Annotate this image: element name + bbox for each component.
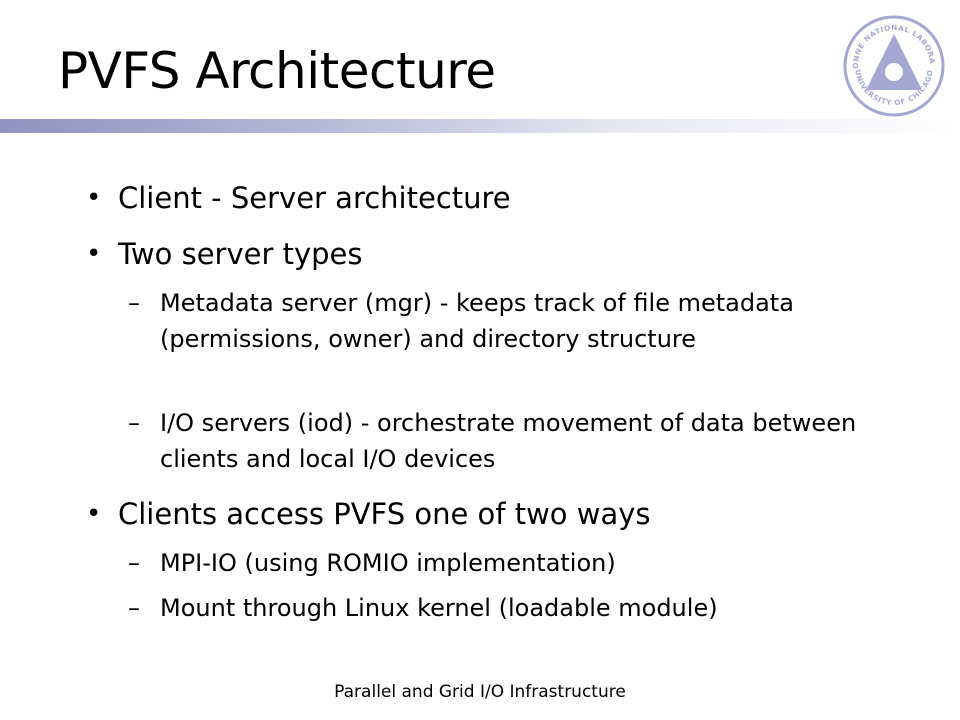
bullet-marker: •	[86, 183, 102, 213]
argonne-logo-icon: ARGONNE NATIONAL LABORATORY UNIVERSITY O…	[838, 10, 945, 117]
bullet-text: Two server types	[118, 237, 363, 271]
sub-bullet-marker: –	[128, 594, 140, 622]
sub-bullet-marker: –	[128, 409, 140, 437]
sub-bullet-marker: –	[128, 289, 140, 317]
bullet-text: Client - Server architecture	[118, 181, 511, 215]
bullet-marker: •	[86, 239, 102, 269]
sub-bullet-text: Mount through Linux kernel (loadable mod…	[160, 594, 718, 622]
bullet-text: Clients access PVFS one of two ways	[118, 497, 651, 531]
bullet-marker: •	[86, 499, 102, 529]
sub-bullet-marker: –	[128, 549, 140, 577]
sub-bullet-text: Metadata server (mgr) - keeps track of f…	[160, 289, 794, 353]
sub-bullet-text: MPI-IO (using ROMIO implementation)	[160, 549, 616, 577]
slide-footer: Parallel and Grid I/O Infrastructure	[334, 682, 626, 702]
slide-title: PVFS Architecture	[58, 42, 496, 100]
title-underline-bar	[0, 119, 960, 133]
sub-bullet-text: I/O servers (iod) - orchestrate movement…	[160, 409, 857, 473]
